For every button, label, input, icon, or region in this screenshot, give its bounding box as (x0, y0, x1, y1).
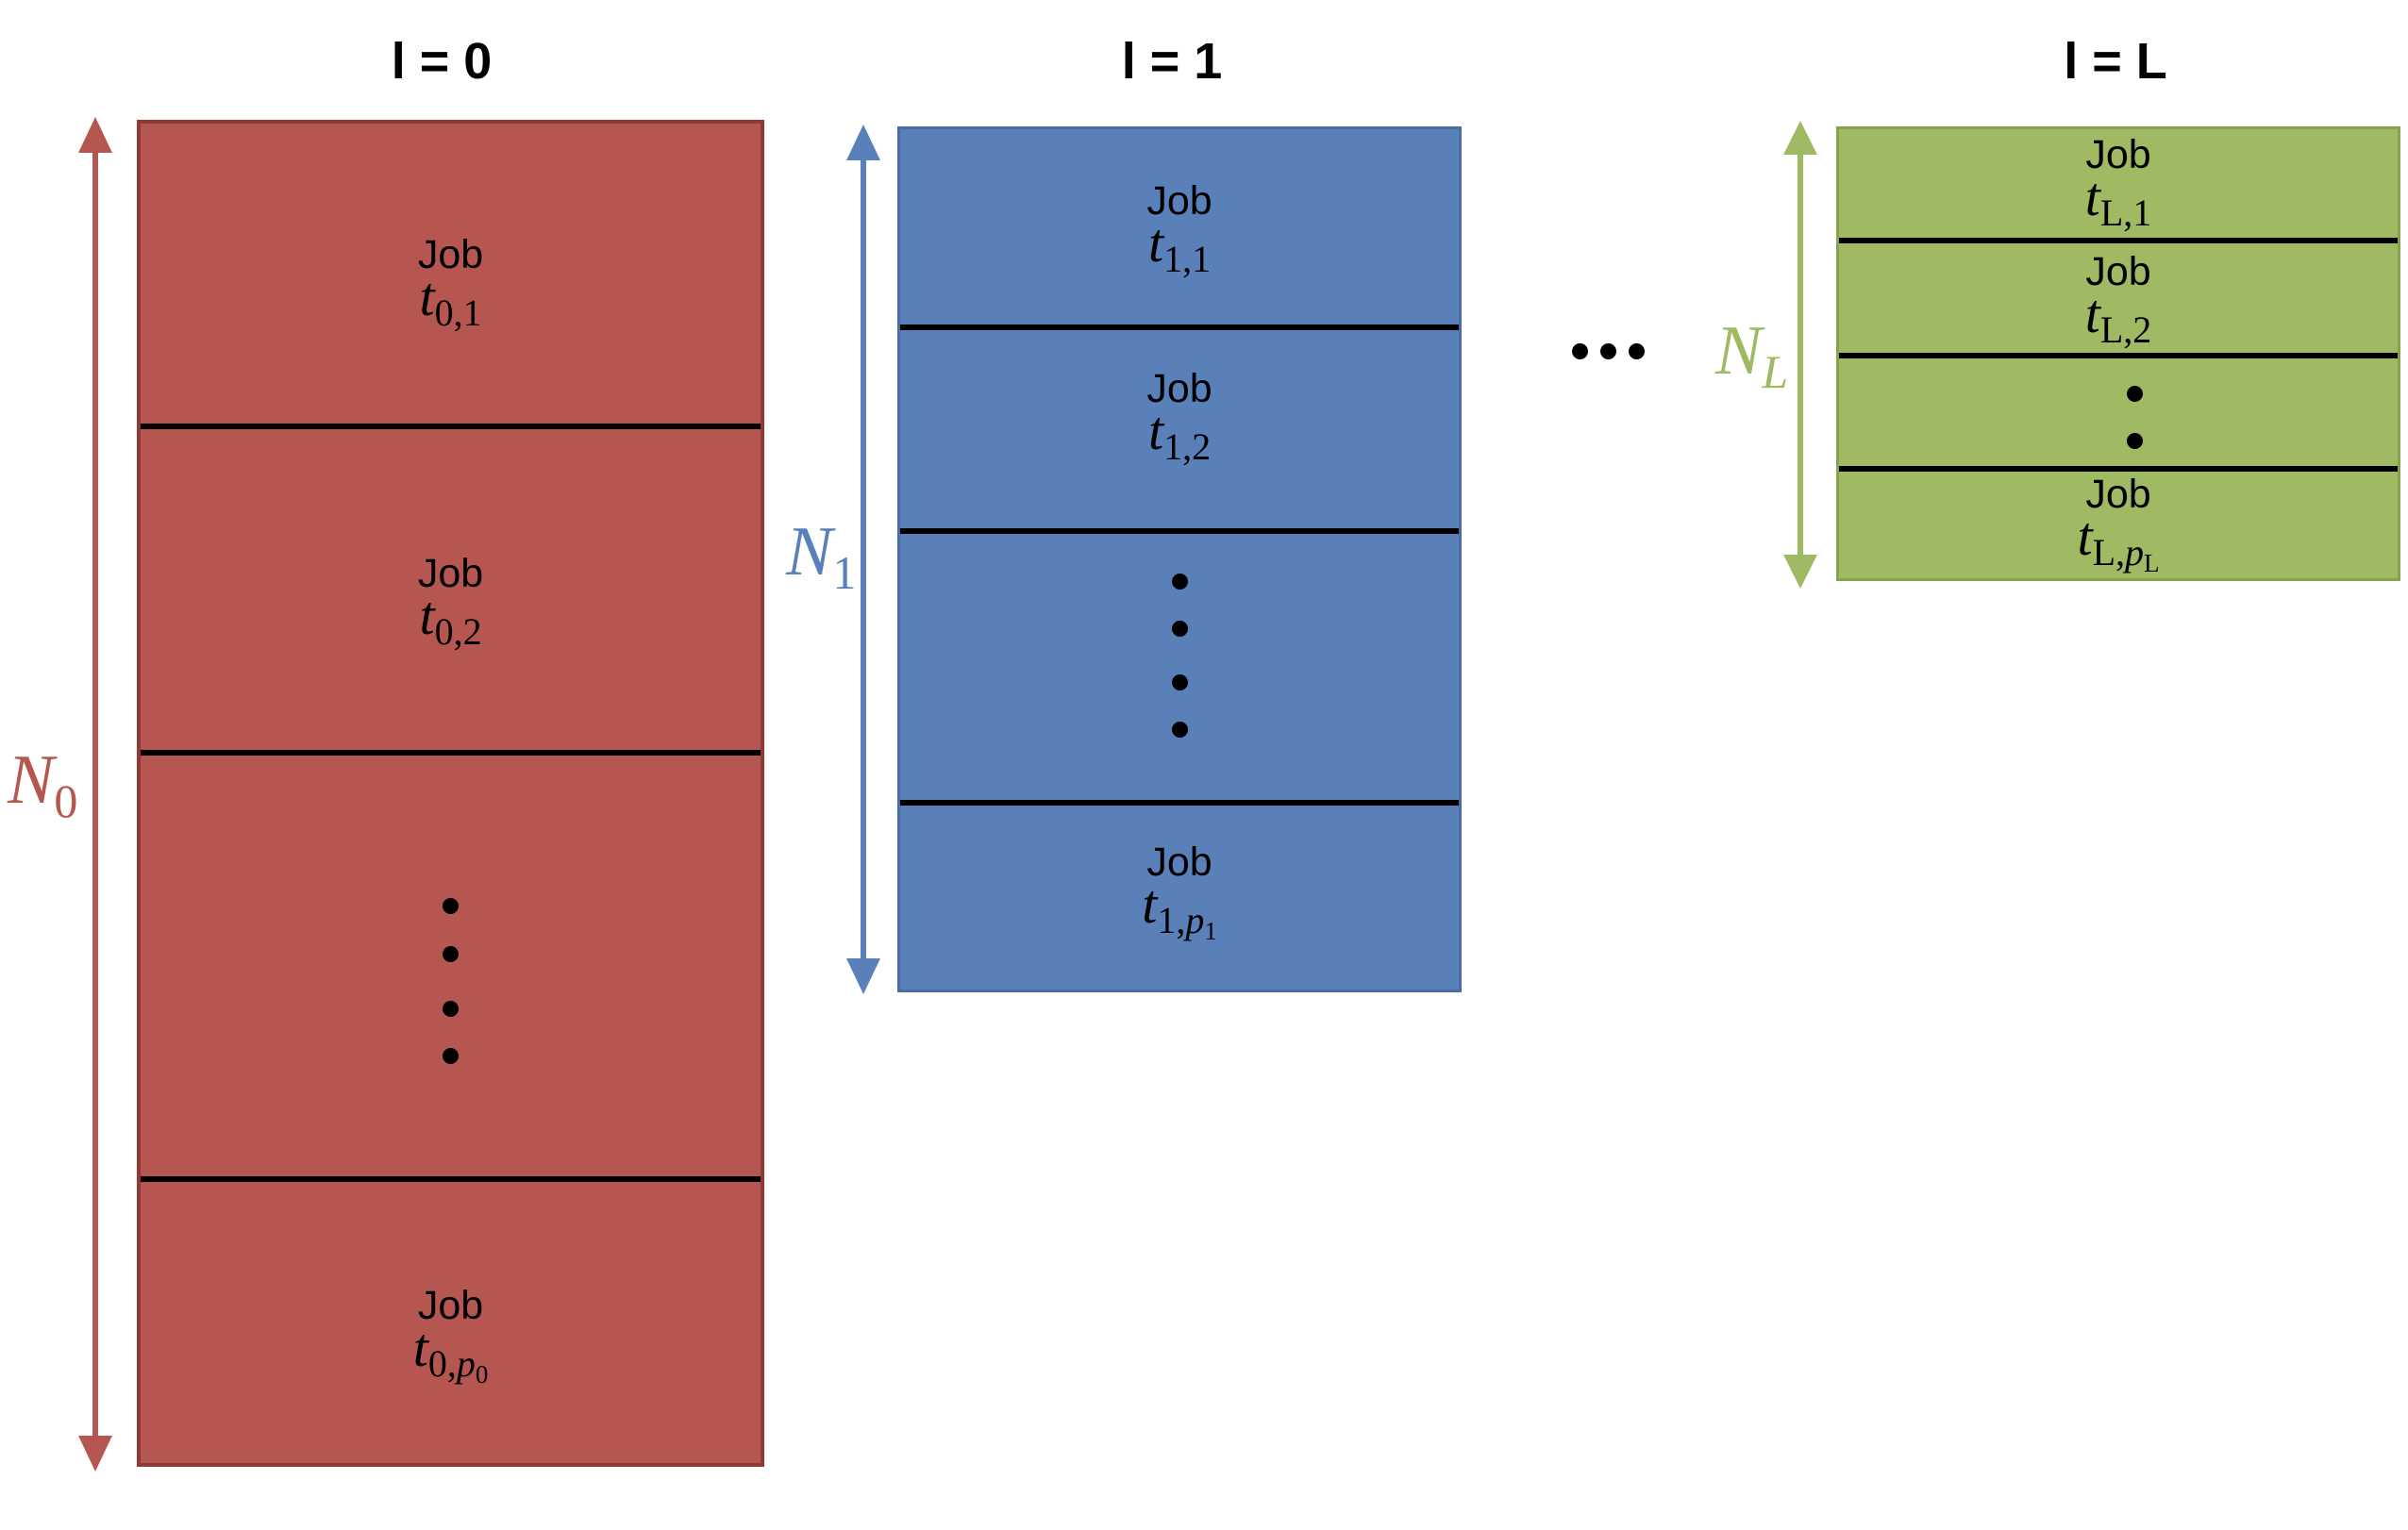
level-L-column: Job tL,1 Job tL,2 Job tL,pL (1836, 126, 2400, 581)
job-0-p0: Job t0,p0 (412, 1283, 489, 1389)
job-L-pL: Job tL,pL (2077, 472, 2160, 577)
divider (900, 800, 1459, 806)
ellipsis-dot (2127, 386, 2143, 402)
n0-label: N0 (8, 741, 78, 827)
ellipsis-dot (1172, 674, 1188, 690)
job-L-1: Job tL,1 (2084, 132, 2152, 235)
job-0-1: Job t0,1 (417, 232, 484, 335)
ellipsis-dot (1172, 574, 1188, 590)
divider (141, 750, 761, 756)
ellipsis-dot (2127, 433, 2143, 449)
ellipsis-dot (1572, 343, 1588, 359)
divider (141, 424, 761, 429)
job-1-p1: Job t1,p1 (1142, 840, 1217, 945)
divider (900, 528, 1459, 534)
nL-label: NL (1715, 312, 1789, 398)
job-1-2: Job t1,2 (1146, 366, 1212, 469)
ellipsis-dot (443, 1001, 459, 1017)
divider (141, 1176, 761, 1182)
ellipsis-dot (443, 898, 459, 914)
ellipsis-dot (1172, 722, 1188, 738)
job-L-2: Job tL,2 (2084, 249, 2152, 352)
divider (900, 324, 1459, 330)
ellipsis-dot (1600, 343, 1616, 359)
divider (1839, 466, 2398, 472)
ellipsis-dot (443, 946, 459, 962)
arrow-n1 (846, 125, 880, 994)
level-title-L: l = L (2064, 33, 2167, 90)
ellipsis-dot (443, 1048, 459, 1064)
level-1-column: Job t1,1 Job t1,2 Job t1,p1 (897, 126, 1462, 992)
job-1-1: Job t1,1 (1146, 178, 1212, 281)
ellipsis-dot (1629, 343, 1645, 359)
arrow-n0 (78, 117, 112, 1472)
n1-label: N1 (786, 513, 857, 599)
ellipsis-dots (1572, 343, 1657, 362)
level-title-1: l = 1 (1121, 33, 1223, 90)
divider (1839, 353, 2398, 358)
level-0-column: Job t0,1 Job t0,2 Job t0,p0 (137, 120, 764, 1467)
ellipsis-dot (1172, 621, 1188, 637)
arrow-nL (1783, 121, 1817, 589)
divider (1839, 238, 2398, 243)
job-0-2: Job t0,2 (417, 551, 484, 654)
level-title-0: l = 0 (391, 33, 493, 90)
